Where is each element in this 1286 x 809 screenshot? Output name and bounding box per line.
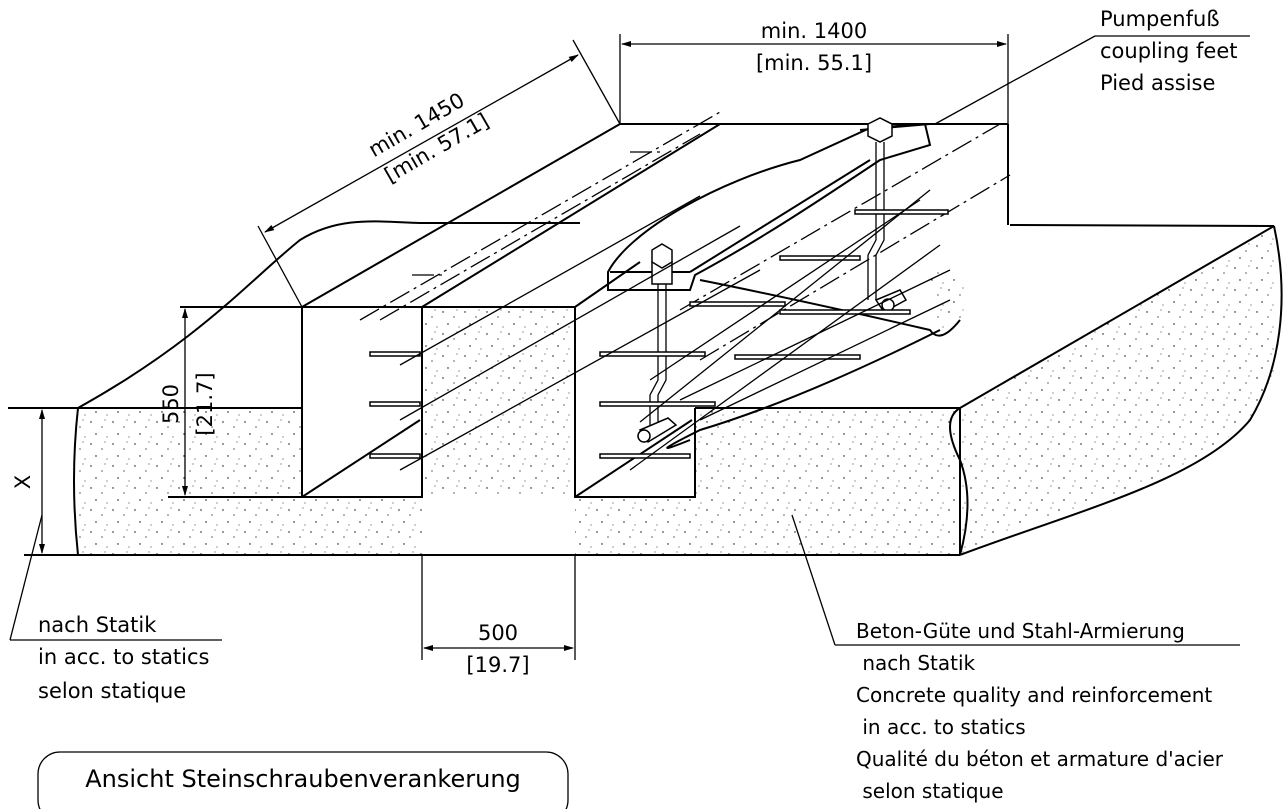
- dimension-lines: [39, 34, 1009, 660]
- statics-note-en: in acc. to statics: [38, 645, 210, 669]
- anchor-bolt-left: [637, 243, 678, 444]
- leader-lines: [9, 35, 1250, 646]
- concrete-note-line-3: Concrete quality and reinforcement: [856, 683, 1212, 707]
- dim-width-alt: [19.7]: [466, 653, 529, 677]
- dim-depth-main: 550: [159, 384, 183, 424]
- view-title: Ansicht Steinschraubenverankerung: [85, 765, 521, 793]
- concrete-note-line-6: selon statique: [856, 779, 1004, 803]
- dim-depth-alt: [21.7]: [193, 372, 217, 435]
- dim-length-main: min. 1400: [761, 19, 867, 43]
- pump-foot-label-de: Pumpenfuß: [1100, 7, 1220, 31]
- concrete-note-line-1: Beton-Güte und Stahl-Armierung: [856, 619, 1185, 643]
- dim-x-label: X: [11, 475, 35, 489]
- dim-length-alt: [min. 55.1]: [756, 51, 872, 75]
- pump-foot-casting: [607, 122, 961, 449]
- dim-width-main: 500: [478, 621, 518, 645]
- concrete-note-line-2: nach Statik: [856, 651, 976, 675]
- pump-foot-label-fr: Pied assise: [1100, 71, 1215, 95]
- pump-foot-label-en: coupling feet: [1100, 39, 1237, 63]
- ground-slab: [24, 220, 1283, 556]
- statics-note-fr: selon statique: [38, 679, 186, 703]
- pump-foot-label: Pumpenfuß coupling feet Pied assise: [1100, 7, 1237, 95]
- concrete-note-line-4: in acc. to statics: [856, 715, 1026, 739]
- view-title-box: Ansicht Steinschraubenverankerung: [37, 751, 569, 809]
- statics-note: nach Statik in acc. to statics selon sta…: [38, 613, 210, 703]
- statics-note-de: nach Statik: [38, 613, 157, 637]
- reinforcement-bars: [369, 189, 951, 471]
- concrete-note-line-5: Qualité du béton et armature d'acier: [856, 747, 1224, 771]
- concrete-note: Beton-Güte und Stahl-Armierung nach Stat…: [856, 619, 1224, 803]
